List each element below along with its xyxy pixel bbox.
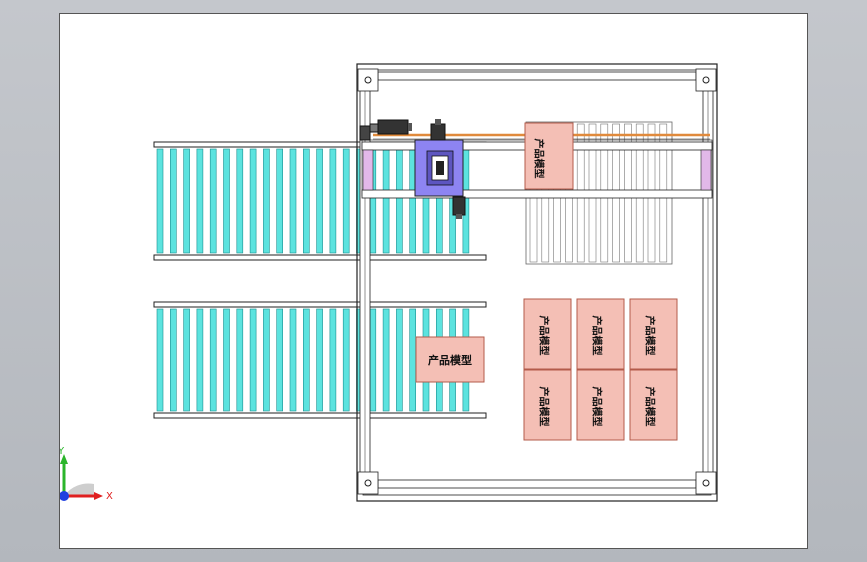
product-label-conveyor: 产品模型 [428,354,472,367]
product-on-conveyor [415,336,485,383]
stacked-product [629,298,678,370]
stacked-product [576,369,625,441]
conveyor-roller [409,308,417,412]
conveyor-roller [196,308,204,412]
conveyor-roller [303,148,310,254]
conveyor-roller [156,148,164,254]
conveyor-roller [196,148,204,254]
stacked-product-label: 产品模型 [537,386,549,427]
axis-x-label: X [106,491,113,502]
conveyor-roller [382,148,390,254]
stacked-product-label: 产品模型 [590,315,602,356]
conveyor-roller [170,148,177,254]
conveyor-roller [342,148,350,254]
cad-top-view: Y X [60,63,718,502]
axis-triad: Y X [60,446,113,502]
stacked-product-label: 产品模型 [643,315,655,356]
stacked-product [523,369,572,441]
product-label-crossbeam: 产品模型 [532,138,544,179]
conveyor-roller [316,308,323,412]
conveyor-roller [263,308,270,412]
conveyor-roller [209,148,217,254]
stacked-product-label: 产品模型 [643,386,655,427]
conveyor-upper [153,141,487,261]
axis-y-label: Y [60,446,65,457]
conveyor-roller [236,308,244,412]
conveyor-roller [156,308,164,412]
drawing-sheet: Y X 产品模型 产品模型 产品模型产品模型产品模型产品模型产品模型产品模型 [59,13,808,549]
conveyor-roller [223,148,230,254]
conveyor-roller [316,148,323,254]
stacked-product-label: 产品模型 [537,315,549,356]
conveyor-roller [342,308,350,412]
conveyor-roller [263,148,270,254]
product-on-crossbeam [524,122,574,190]
gantry-frame [356,63,718,502]
conveyor-roller [303,308,310,412]
conveyor-roller [183,148,190,254]
conveyor-roller [289,148,297,254]
stacked-product [576,298,625,370]
conveyor-roller [236,148,244,254]
conveyor-roller [329,148,337,254]
conveyor-roller [276,148,283,254]
conveyor-roller [382,308,390,412]
conveyor-roller [289,308,297,412]
conveyor-roller [329,308,337,412]
conveyor-roller [209,308,217,412]
conveyor-roller [249,148,257,254]
stacked-product-label: 产品模型 [590,386,602,427]
conveyor-roller [170,308,177,412]
conveyor-roller [396,308,403,412]
conveyor-roller [183,308,190,412]
product-stack [523,298,678,441]
stacked-product [629,369,678,441]
conveyor-roller [369,308,377,412]
conveyor-roller [276,308,283,412]
conveyor-roller [223,308,230,412]
x-axis-motor [359,119,412,141]
conveyor-roller [396,148,403,254]
gantry-carriage [414,119,466,219]
conveyor-roller [249,308,257,412]
stacked-product [523,298,572,370]
